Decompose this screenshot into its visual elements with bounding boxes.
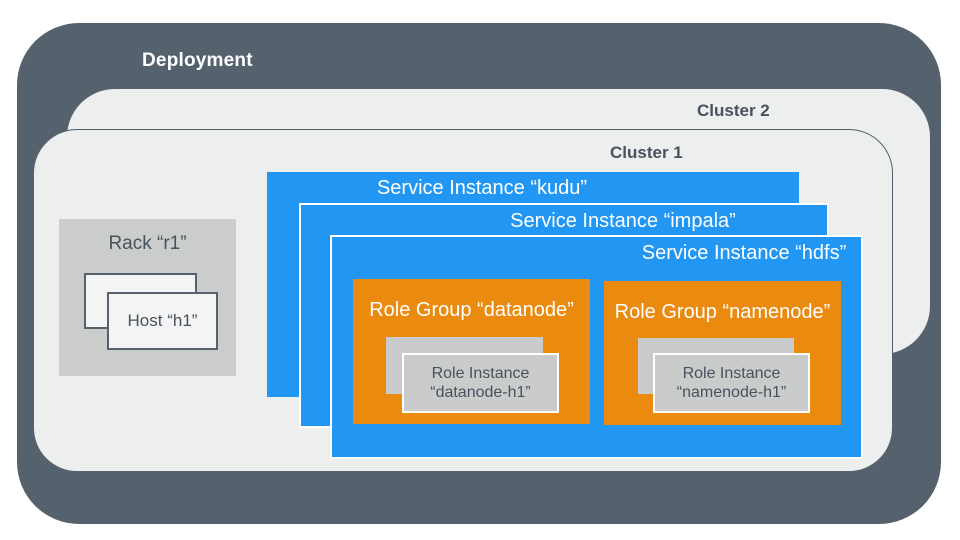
- role-group-datanode-label: Role Group “datanode”: [369, 299, 574, 321]
- role-group-namenode-label: Role Group “namenode”: [614, 301, 831, 323]
- service-instance-impala-label: Service Instance “impala”: [510, 209, 736, 232]
- role-group-datanode-box: Role Group “datanode” Role Instance “dat…: [353, 279, 590, 424]
- role-instance-namenode-line1: Role Instance: [682, 365, 781, 382]
- host-card: Host “h1”: [107, 292, 218, 350]
- rack-label: Rack “r1”: [108, 233, 187, 254]
- service-instance-hdfs-label: Service Instance “hdfs”: [641, 241, 847, 264]
- cluster2-label: Cluster 2: [697, 101, 770, 120]
- role-instance-datanode-line1: Role Instance: [431, 365, 530, 382]
- service-instance-hdfs-box: Service Instance “hdfs” Role Group “data…: [330, 235, 863, 459]
- rack-box: Rack “r1” Host “h1”: [59, 219, 236, 376]
- role-instance-datanode-line2: “datanode-h1”: [430, 384, 531, 401]
- host-label: Host “h1”: [127, 311, 198, 330]
- role-instance-namenode-card: Role Instance “namenode-h1”: [653, 353, 810, 413]
- role-instance-namenode-line2: “namenode-h1”: [676, 384, 787, 401]
- deployment-label: Deployment: [142, 50, 253, 71]
- deployment-box: Deployment Cluster 2 Cluster 1 Rack “r1”…: [17, 23, 941, 524]
- role-instance-datanode-card: Role Instance “datanode-h1”: [402, 353, 559, 413]
- cluster1-box: Cluster 1 Rack “r1” Host “h1” Service In…: [33, 129, 893, 472]
- role-group-namenode-box: Role Group “namenode” Role Instance “nam…: [604, 281, 841, 425]
- cluster1-label: Cluster 1: [610, 143, 683, 162]
- service-instance-kudu-label: Service Instance “kudu”: [376, 176, 588, 199]
